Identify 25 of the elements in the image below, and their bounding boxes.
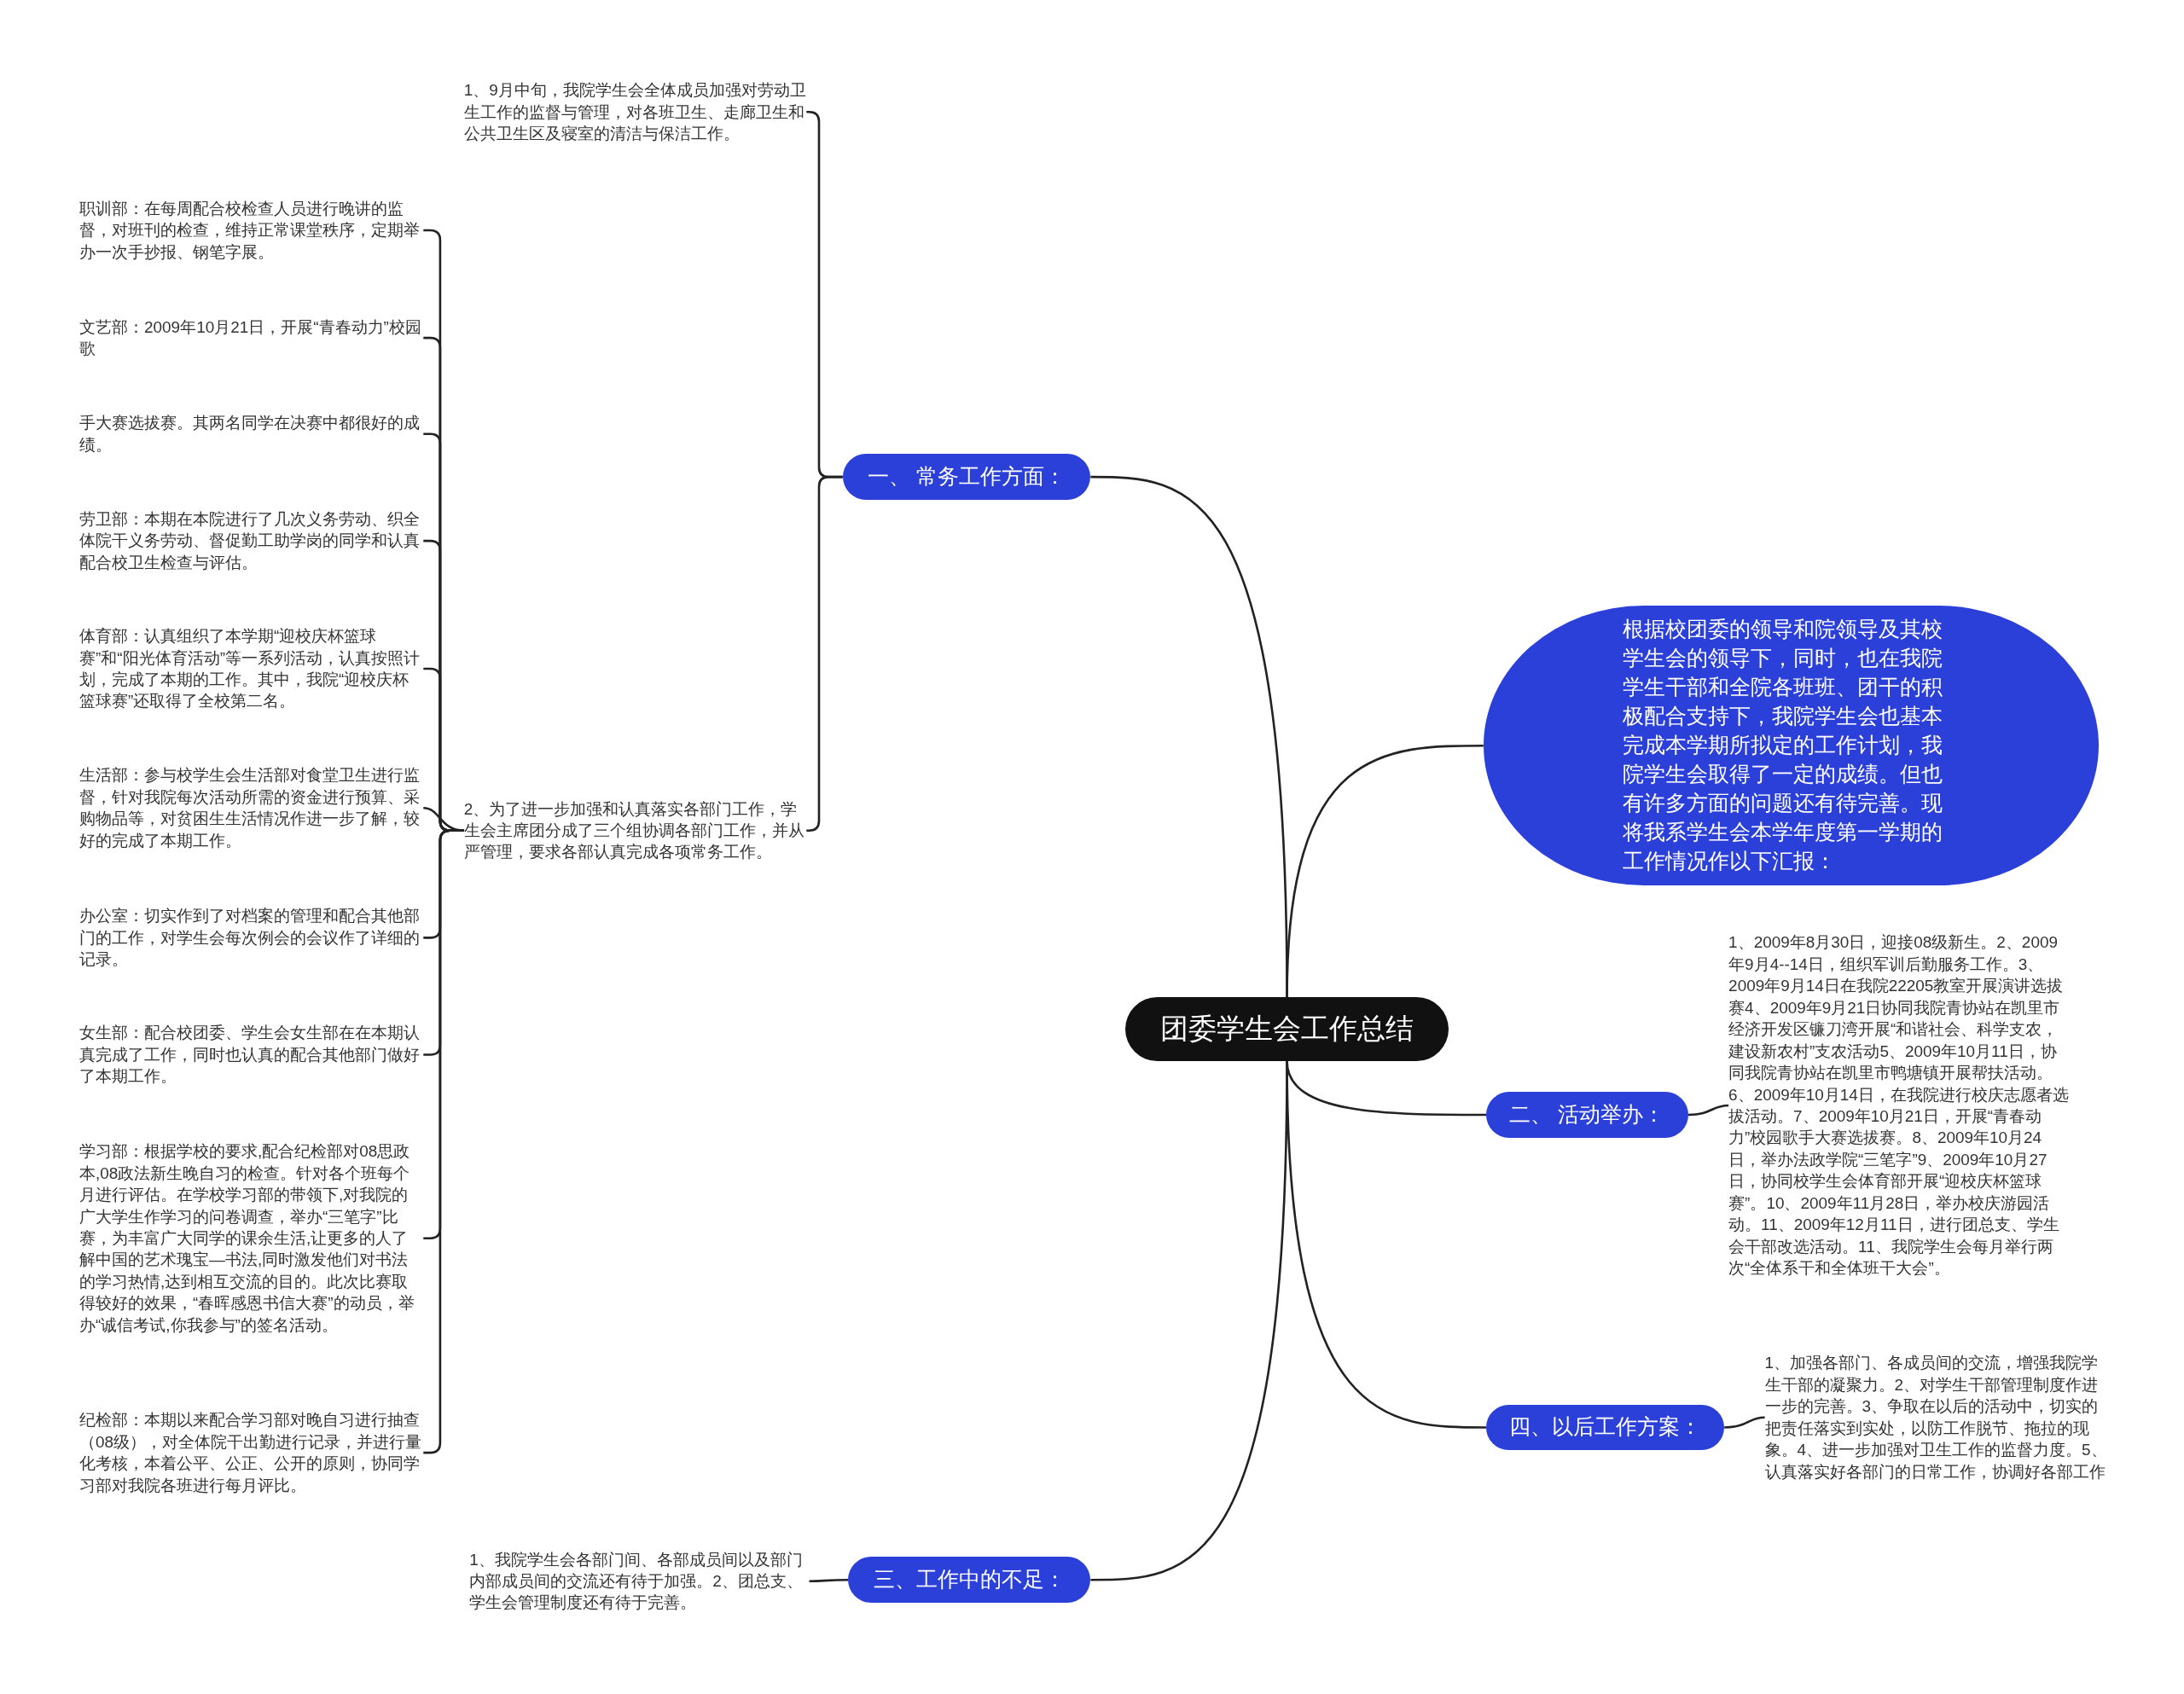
connector-line [1724,1416,1765,1429]
connector-line [1687,1104,1729,1117]
note-text: 1、2009年8月30日，迎接08级新生。2、2009年9月4--14日，组织军训后勤服务工作。3、2009年9月14日在我院22205教室开展演讲选拔赛4、2009年9月21日协同我院青协站在凯里市经济开发区镰刀湾开展“和谐社会、科学支农，建设新农村”支农活动5、2009年10月11日，协同我院青协站在凯里市鸭塘镇开展帮扶活动。6、2009年10月14日，在我院进行校庆志愿者选拔活动。7、2009年10月21日，开展“青春动力”校园歌手大赛选拔赛。8、2009年10月24日，举办法政学院“三笔字”9、2009年10月27日，协同校学生会体育部开展“迎校庆杯篮球赛”。10、2009年11月28日，举办校庆游园活动。11、2009年12月11日，进行团总支、学生会干部改选活动。11、我院学生会每月举行两次“全体系干和全体班干大会”。 [1728,931,2073,1279]
root-pill: 团委学生会工作总结 [1125,996,1449,1062]
note-text: 1、9月中旬，我院学生会全体成员加强对劳动卫生工作的监督与管理，对各班卫生、走廊卫生和公共卫生区及寝室的清洁与保洁工作。 [463,79,807,145]
connector-line [1090,1061,1288,1581]
topic-pill: 四、以后工作方案： [1486,1405,1725,1450]
note-text: 体育部：认真组织了本学期“迎校庆杯篮球赛”和“阳光体育活动”等一系列活动，认真按照计划，完成了本期的工作。其中，我院“迎校庆杯篮球赛”还取得了全校第二名。 [79,625,424,712]
note-text: 纪检部：本期以来配合学习部对晚自习进行抽查（08级），对全体院干出勤进行记录，并进行量化考核，本着公平、公正、公开的原则，协同学习部对我院各班进行每月评比。 [79,1409,424,1497]
note-text: 2、为了进一步加强和认真落实各部门工作，学生会主席团分成了三个组协调各部门工作，并从严管理，要求各部认真完成各项常务工作。 [463,798,807,863]
note-text: 1、我院学生会各部门间、各部成员间以及部门内部成员间的交流还有待于加强。2、团总支、学生会管理制度还有待于完善。 [469,1548,810,1614]
note-text: 职训部：在每周配合校检查人员进行晚讲的监督，对班刊的检查，维持正常课堂秩序，定期举办一次手抄报、钢笔字展。 [79,197,424,264]
note-text: 劳卫部：本期在本院进行了几次义务劳动、织全体院干义务劳动、督促勤工助学岗的同学和认真配合校卫生检查与评估。 [79,508,424,574]
topic-pill: 三、工作中的不足： [848,1557,1091,1604]
topic-pill: 一、 常务工作方面： [842,454,1091,501]
note-text: 1、加强各部门、各成员间的交流，增强我院学生干部的凝聚力。2、对学生干部管理制度作进一步的完善。3、争取在以后的活动中，切实的把责任落实到实处，以防工作脱节、拖拉的现象。4、进一步加强对卫生工作的监督力度。5、认真落实好各部门的日常工作，协调好各部工作 [1764,1352,2111,1483]
note-text: 学习部：根据学校的要求,配合纪检部对08思政本,08政法新生晚自习的检查。针对各个班每个月进行评估。在学校学习部的带领下,对我院的广大学生作学习的问卷调查，举办“三笔字”比赛，为丰富广大同学的课余生活,让更多的人了解中国的艺术瑰宝—书法,同时激发他们对书法的学习热情,达到相互交流的目的。此次比赛取得较好的效果，“春晖感恩书信大赛”的动员，举办“诚信考试,你我参与”的签名活动。 [79,1140,424,1337]
note-text: 办公室：切实作到了对档案的管理和配合其他部门的工作，对学生会每次例会的会议作了详细的记录。 [79,905,424,971]
note-text: 女生部：配合校团委、学生会女生部在在本期认真完成了工作，同时也认真的配合其他部门做好了本期工作。 [79,1022,424,1088]
topic-pill: 二、 活动举办： [1486,1092,1688,1138]
connector-line [1286,744,1484,997]
note-text: 生活部：参与校学生会生活部对食堂卫生进行监督，针对我院每次活动所需的资金进行预算、采购物品等，对贫困生生活情况作进一步了解，较好的完成了本期工作。 [79,764,424,852]
connector-line [809,1578,849,1582]
note-text: 手大赛选拔赛。其两名同学在决赛中都很好的成绩。 [79,412,424,456]
note-text: 文艺部：2009年10月21日，开展“青春动力”校园歌 [79,316,424,360]
